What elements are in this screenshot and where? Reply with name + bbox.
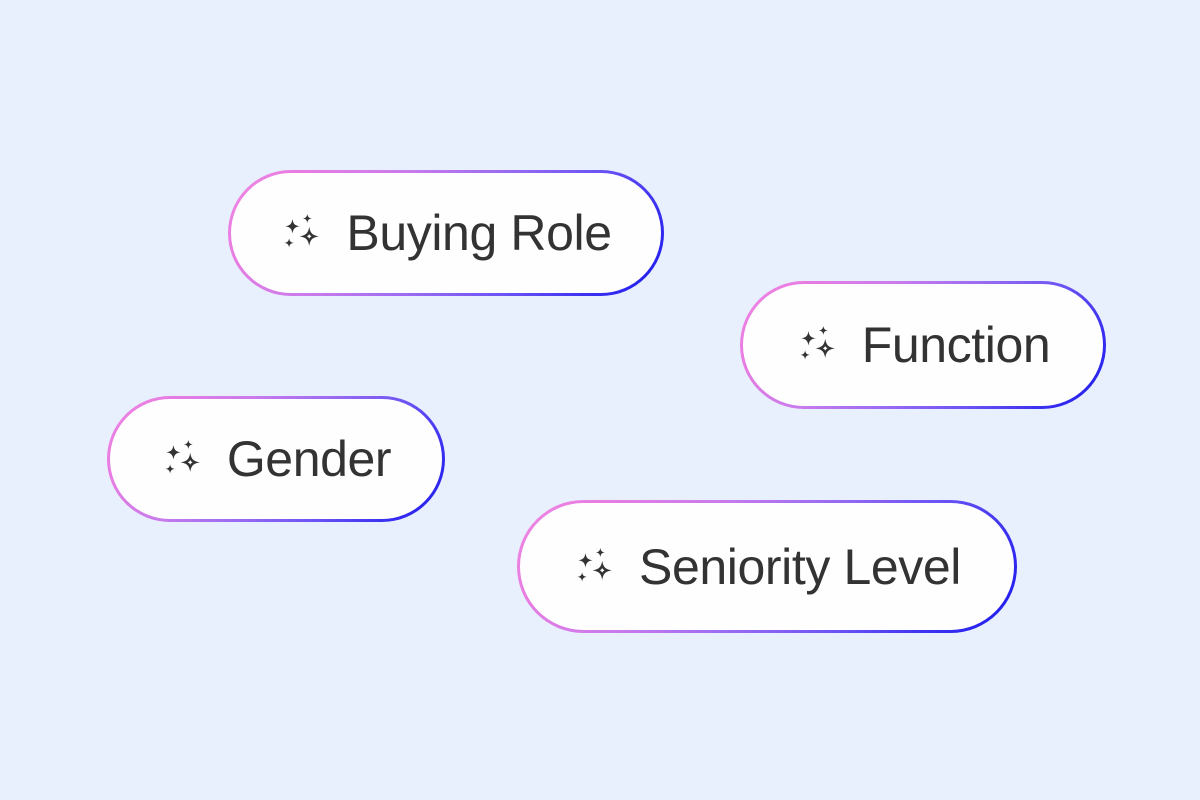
chip-buying-role-inner: Buying Role	[231, 173, 661, 293]
chip-function-label: Function	[861, 317, 1051, 373]
chip-buying-role[interactable]: Buying Role	[228, 170, 664, 296]
chip-gender-label: Gender	[226, 431, 392, 487]
sparkles-icon	[280, 210, 326, 256]
chip-seniority-level-inner: Seniority Level	[520, 503, 1014, 630]
chip-gender[interactable]: Gender	[107, 396, 445, 522]
chip-gender-inner: Gender	[110, 399, 442, 519]
sparkles-icon	[796, 322, 842, 368]
chip-seniority-level-label: Seniority Level	[639, 538, 961, 595]
chip-buying-role-label: Buying Role	[346, 205, 612, 261]
chip-seniority-level[interactable]: Seniority Level	[517, 500, 1017, 633]
chip-function[interactable]: Function	[740, 281, 1106, 409]
chip-function-inner: Function	[743, 284, 1103, 406]
sparkles-icon	[573, 544, 619, 590]
sparkles-icon	[161, 436, 207, 482]
